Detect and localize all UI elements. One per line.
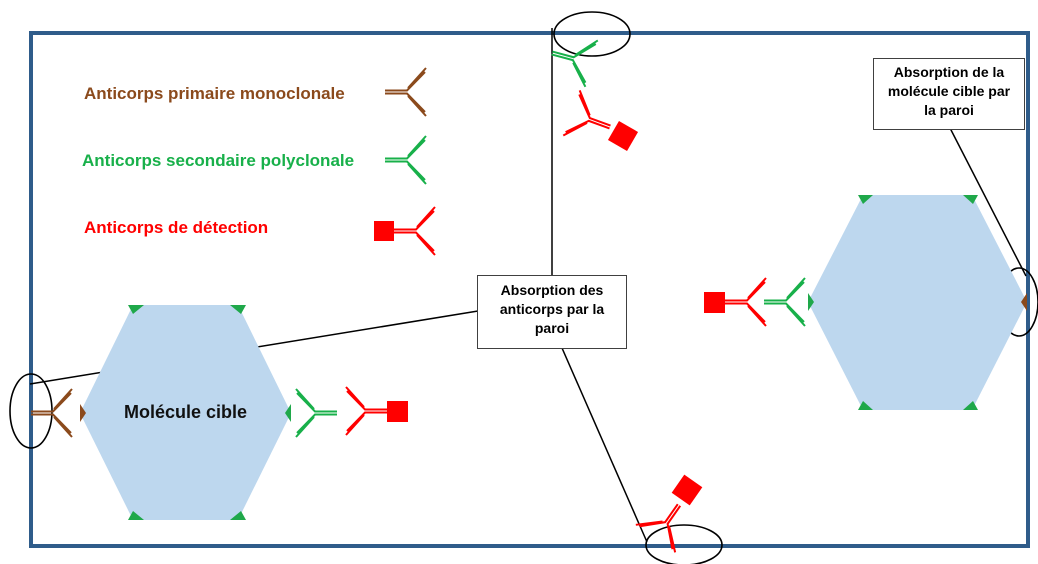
legend-primary-label: Anticorps primaire monoclonale	[84, 84, 345, 103]
legend-secondary-label: Anticorps secondaire polyclonale	[82, 151, 355, 170]
callout-target-line-3: la paroi	[924, 102, 974, 118]
callout-antibody-line-2: anticorps par la	[499, 301, 605, 317]
callout-target-absorption: Absorption de la molécule cible par la p…	[873, 58, 1025, 130]
callout-antibody-absorption: Absorption des anticorps par la paroi	[477, 275, 627, 349]
callout-target-line-2: molécule cible par	[887, 83, 1011, 99]
target-molecule-label: Molécule cible	[124, 402, 248, 422]
ellipse-top	[553, 11, 631, 57]
legend-detection-icon	[374, 206, 436, 256]
detection-antibody-bottom-wall	[634, 474, 703, 554]
legend-detection-label: Anticorps de détection	[84, 218, 269, 237]
detection-antibody-floating	[562, 89, 639, 152]
callout-target-line-1: Absorption de la	[893, 64, 1005, 80]
secondary-antibody-right-molecule	[763, 277, 806, 327]
legend-primary-icon	[384, 67, 427, 117]
detection-antibody-left-molecule	[345, 386, 408, 436]
container-wall	[29, 31, 1030, 548]
secondary-antibody-top-wall	[544, 28, 599, 88]
callout-antibody-line-3: paroi	[534, 320, 570, 336]
legend-secondary-icon	[384, 135, 427, 185]
secondary-antibody-left-molecule	[295, 388, 338, 438]
ellipse-bottom	[645, 524, 723, 564]
detection-antibody-right-molecule	[704, 277, 767, 327]
target-molecule-left	[80, 305, 291, 520]
callout-antibody-line-1: Absorption des	[500, 282, 604, 298]
target-molecule-right	[808, 195, 1027, 410]
